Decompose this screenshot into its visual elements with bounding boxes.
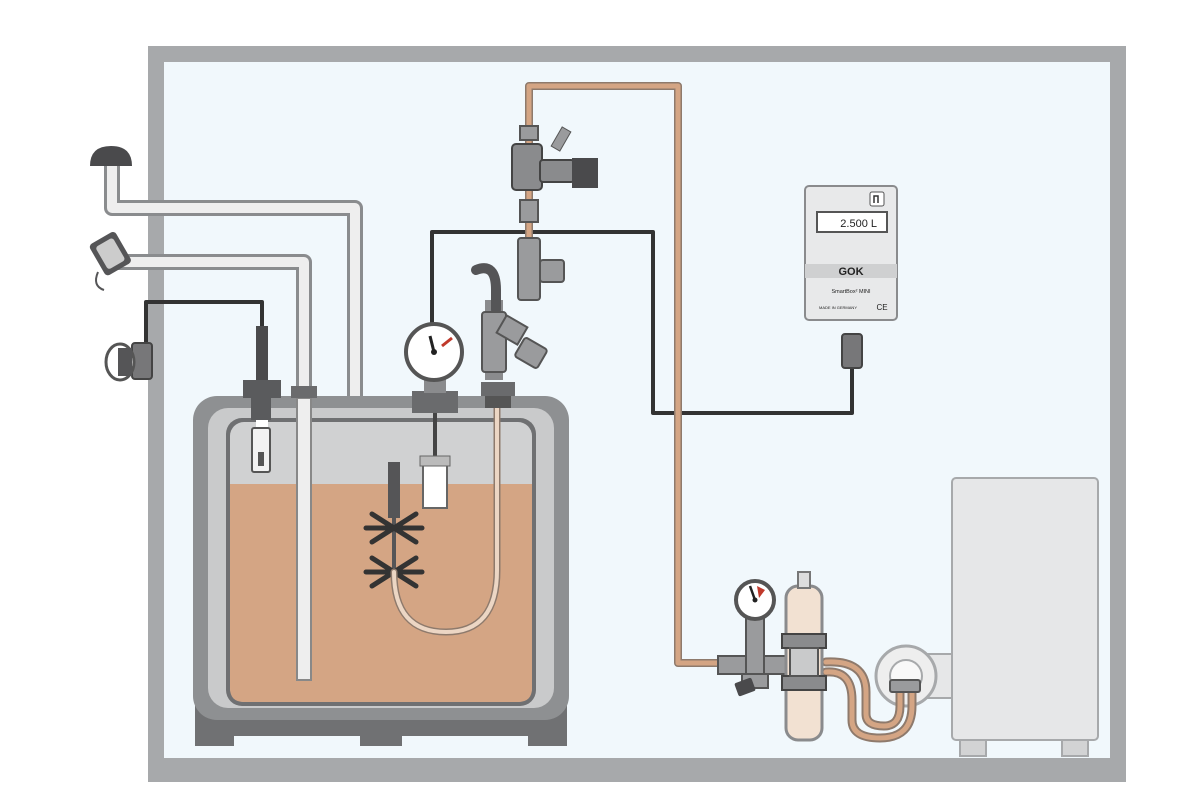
drain-valve-icon (734, 677, 756, 697)
smartbox-screen (816, 211, 888, 233)
burner-hoses (821, 657, 921, 743)
vent-cap-icon (90, 146, 132, 166)
limit-signal-connector-icon (104, 342, 153, 382)
anti-siphon-valve (511, 125, 598, 301)
oil-tank (193, 396, 569, 756)
oil-filter-deaerator (717, 571, 827, 742)
hand-button-icon[interactable] (869, 191, 885, 207)
level-limiter-probe (243, 326, 281, 473)
smartbox-unit: 2.500 L GOK SmartBox² MINI MADE IN GERMA… (804, 185, 898, 369)
tank-volume-reading: 2.500 L (840, 218, 877, 230)
valve-lever-icon (471, 263, 501, 315)
float-sensor (412, 379, 458, 509)
sensor-cable (430, 230, 854, 415)
agitator-element (363, 462, 425, 589)
boiler-cabinet (951, 477, 1099, 741)
oil-level (230, 484, 532, 702)
ce-mark: CE (876, 303, 887, 312)
tank-pressure-gauge (404, 322, 464, 382)
smartbox-origin: MADE IN GERMANY (819, 305, 857, 310)
fill-cap-icon (89, 232, 131, 276)
valve-knob-icon (572, 158, 598, 188)
smartbox-cable-connector (841, 333, 863, 369)
suction-line (390, 398, 501, 636)
suction-head (471, 263, 548, 408)
smartbox-model: SmartBox² MINI (831, 289, 871, 295)
smartbox-brand: GOK (838, 266, 863, 278)
burner-boiler (874, 477, 1099, 757)
fill-pipe-inner (296, 397, 312, 681)
